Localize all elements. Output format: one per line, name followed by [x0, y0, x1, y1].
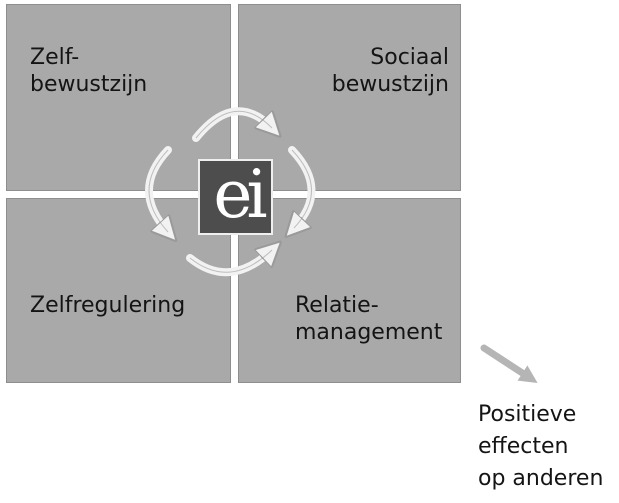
relationship-management-label: Relatie- management [295, 293, 443, 345]
self-awareness-panel [6, 4, 231, 191]
self-regulation-panel [6, 198, 231, 383]
self-regulation-label: Zelfregulering [30, 293, 186, 318]
effect-arrow [480, 344, 538, 383]
ei-logo: ei [198, 159, 273, 235]
social-awareness-label: Sociaal bewustzijn [331, 45, 449, 97]
relationship-management-panel [238, 198, 461, 383]
ei-logo-text: ei [213, 159, 267, 233]
self-awareness-label: Zelf- bewustzijn [30, 45, 148, 97]
social-awareness-panel [238, 4, 461, 191]
positive-effects-label: Positieve effecten op anderen [478, 402, 604, 491]
